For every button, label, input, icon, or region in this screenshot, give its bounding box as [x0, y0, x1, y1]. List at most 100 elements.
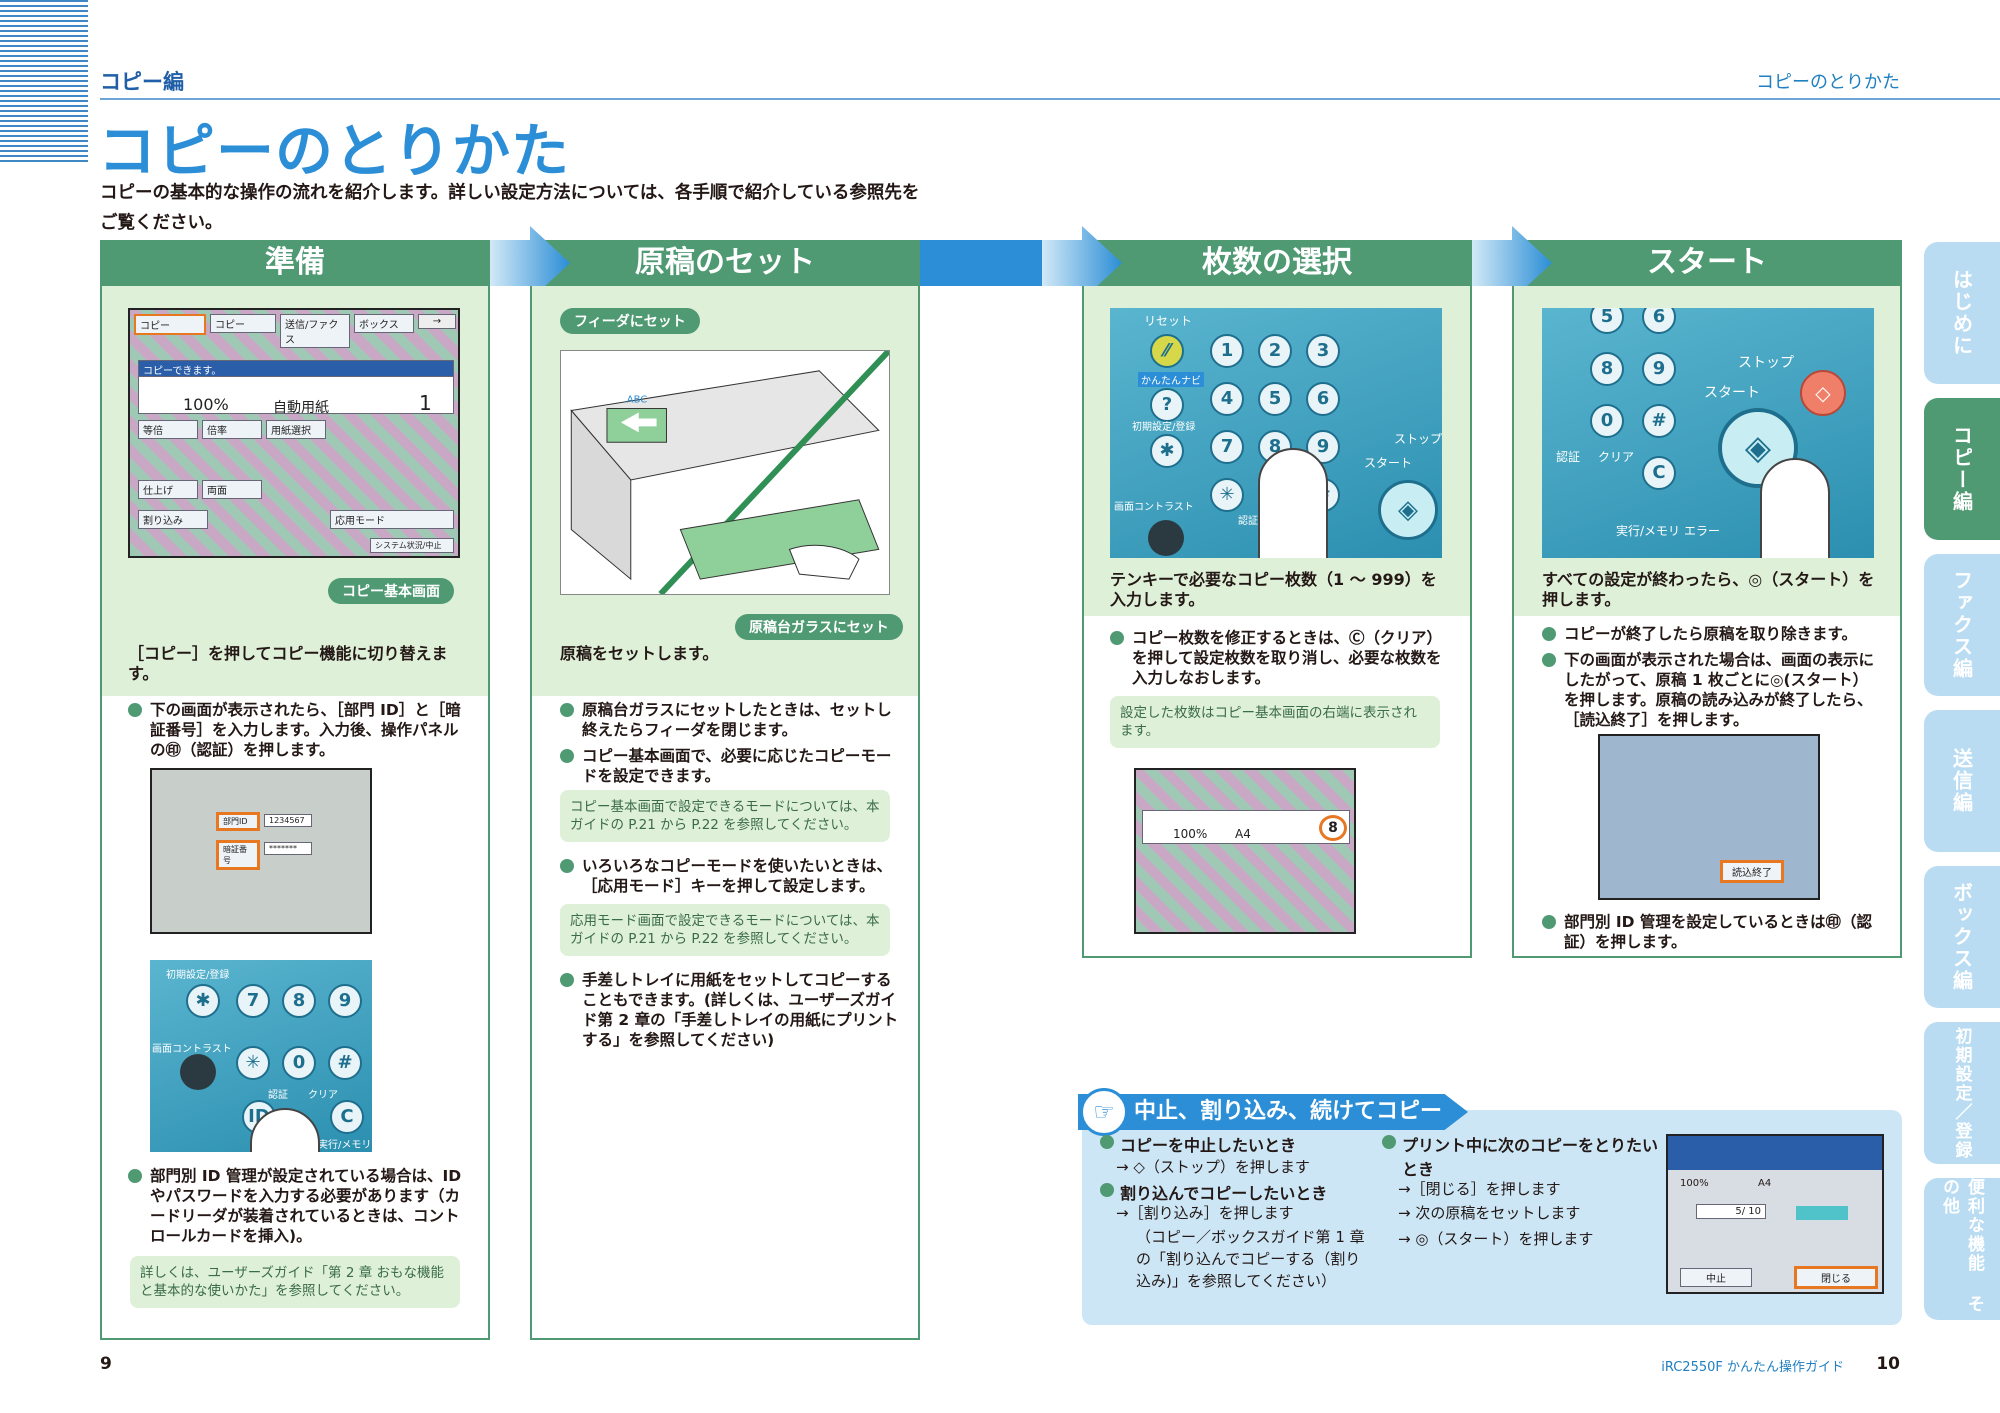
help-key[interactable]: ?: [1150, 388, 1184, 422]
count-lead: テンキーで必要なコピー枚数（1 ～ 999）を入力します。: [1110, 570, 1437, 609]
start-bullets-1: コピーが終了したら原稿を取り除きます。 下の画面が表示された場合は、画面の表示に…: [1542, 624, 1882, 736]
page-title: コピーのとりかた: [98, 117, 571, 185]
stop-button[interactable]: 中止: [1680, 1268, 1752, 1287]
key-6[interactable]: 6: [1642, 308, 1676, 334]
side-tab-copy[interactable]: コピー編: [1924, 398, 2000, 540]
key-0[interactable]: 0: [1590, 404, 1624, 438]
star-key[interactable]: ✱: [1150, 434, 1184, 468]
step-bar-count: 枚数の選択: [1082, 240, 1472, 286]
key-7[interactable]: 7: [236, 984, 270, 1018]
clear-key[interactable]: C: [1642, 456, 1676, 490]
step-arrow-icon: [1042, 226, 1122, 300]
tab-copy-2[interactable]: コピー: [210, 314, 276, 333]
pin-field[interactable]: *******: [264, 842, 312, 855]
advanced-mode-button[interactable]: 応用モード: [330, 510, 454, 529]
duplex-button[interactable]: 両面: [202, 480, 262, 499]
key-5[interactable]: 5: [1590, 308, 1624, 334]
step-bar-set: 原稿のセット: [530, 240, 920, 286]
finish-reading-button[interactable]: 読込終了: [1720, 860, 1784, 883]
reset-key[interactable]: ⁄⁄: [1150, 334, 1184, 368]
stop-label: ストップ: [1394, 432, 1442, 446]
stop-copy-heading: コピーを中止したいとき: [1100, 1132, 1296, 1156]
same-size-button[interactable]: 等倍: [138, 420, 198, 439]
id-entry-screen: 部門ID 1234567 暗証番号 *******: [150, 768, 372, 934]
star-key[interactable]: ✱: [186, 984, 220, 1018]
print-progress-screen: 100% A4 5/ 10 中止 閉じる: [1666, 1134, 1884, 1294]
page-number-left: 9: [100, 1354, 112, 1374]
set-note-basic: コピー基本画面で設定できるモードについては、本ガイドの P.21 から P.22…: [560, 790, 890, 842]
set-bullets-3: 手差しトレイに用紙をセットしてコピーすることもできます。(詳しくは、ユーザーズガ…: [560, 970, 900, 1056]
asterisk-key[interactable]: ✳: [236, 1046, 270, 1080]
ratio-button[interactable]: 倍率: [202, 420, 262, 439]
key-5[interactable]: 5: [1258, 382, 1292, 416]
start-key[interactable]: ◈: [1378, 480, 1438, 540]
stop-key[interactable]: ◇: [1800, 370, 1846, 416]
copy-settings-display: 100% 自動用紙 1: [138, 376, 454, 416]
glass-pill: 原稿台ガラスにセット: [735, 614, 903, 640]
close-button[interactable]: 閉じる: [1794, 1266, 1878, 1289]
side-tab-box[interactable]: ボックス編: [1924, 866, 2000, 1008]
screen-header: [1668, 1136, 1882, 1170]
scan-continue-screen: 読込終了: [1598, 734, 1820, 900]
key-9[interactable]: 9: [328, 984, 362, 1018]
arrow-right-icon[interactable]: →: [418, 314, 456, 329]
pin-label[interactable]: 暗証番号: [216, 840, 260, 870]
clear-label: クリア: [308, 1090, 338, 1101]
set-bullets-1: 原稿台ガラスにセットしたときは、セットし終えたらフィーダを閉じます。 コピー基本…: [560, 700, 900, 792]
key-3[interactable]: 3: [1306, 334, 1340, 368]
prep-bullets-1: 下の画面が表示されたら、［部門 ID］と［暗証番号］を入力します。入力後、操作パ…: [128, 700, 468, 766]
section-label: コピー編: [100, 70, 184, 94]
tab-send[interactable]: 送信/ファクス: [280, 314, 350, 348]
contrast-label: 画面コントラスト: [1114, 502, 1194, 513]
prep-bullets-2: 部門別 ID 管理が設定されている場合は、ID やパスワードを入力する必要があり…: [128, 1166, 468, 1252]
system-status-button[interactable]: システム状況/中止: [370, 538, 454, 553]
contrast-dial[interactable]: [1148, 520, 1184, 556]
count-note: 設定した枚数はコピー基本画面の右端に表示されます。: [1110, 696, 1440, 748]
stop-copy-text: → ◇（ストップ）を押します: [1116, 1158, 1310, 1176]
start-keypad-photo: 5 6 8 9 0 # C 認証 クリア ストップ スタート ◇ ◈ 実行/メモ…: [1542, 308, 1874, 558]
ratio-value: 100%: [183, 395, 229, 414]
copy-basic-screen-caption: コピー基本画面: [328, 578, 454, 604]
tab-box[interactable]: ボックス: [354, 314, 414, 333]
key-8[interactable]: 8: [1590, 352, 1624, 386]
dept-id-label[interactable]: 部門ID: [216, 812, 260, 831]
key-0[interactable]: 0: [282, 1046, 316, 1080]
hash-key[interactable]: #: [328, 1046, 362, 1080]
finishing-button[interactable]: 仕上げ: [138, 480, 198, 499]
set-bullet-mode: コピー基本画面で、必要に応じたコピーモードを設定できます。: [560, 746, 900, 786]
start-label: スタート: [1364, 456, 1413, 470]
header-stripes: [0, 0, 88, 165]
error-label: エラー: [1684, 524, 1721, 538]
copy-progress-count: 5/ 10: [1696, 1204, 1766, 1219]
side-tab-intro[interactable]: はじめに: [1924, 242, 2000, 384]
step-bar-start: スタート: [1512, 240, 1902, 286]
key-8[interactable]: 8: [282, 984, 316, 1018]
hash-key[interactable]: #: [1642, 404, 1676, 438]
guide-label: かんたんナビ: [1138, 372, 1204, 387]
key-4[interactable]: 4: [1210, 382, 1244, 416]
svg-text:ABC: ABC: [627, 395, 647, 406]
side-tab-fax[interactable]: ファクス編: [1924, 554, 2000, 696]
paper-select-button[interactable]: 用紙選択: [266, 420, 326, 439]
key-6[interactable]: 6: [1306, 382, 1340, 416]
side-tab-settings[interactable]: 初期設定／登録: [1924, 1022, 2000, 1164]
set-note-advanced: 応用モード画面で設定できるモードについては、本ガイドの P.21 から P.22…: [560, 904, 890, 956]
count-value: 1: [419, 391, 432, 415]
side-tab-other[interactable]: 便利な機能 その他: [1924, 1178, 2000, 1320]
contrast-dial[interactable]: [180, 1054, 216, 1090]
step-bar-prep: 準備: [100, 240, 490, 286]
side-tab-send[interactable]: 送信編: [1924, 710, 2000, 852]
ratio-value: 100%: [1173, 827, 1208, 841]
key-9[interactable]: 9: [1642, 352, 1676, 386]
asterisk-key[interactable]: ✳: [1210, 478, 1244, 512]
dept-id-field[interactable]: 1234567: [264, 814, 312, 827]
key-2[interactable]: 2: [1258, 334, 1292, 368]
tab-copy[interactable]: コピー: [134, 314, 206, 335]
key-1[interactable]: 1: [1210, 334, 1244, 368]
clear-key[interactable]: C: [330, 1100, 364, 1134]
interrupt-button[interactable]: 割り込み: [138, 510, 208, 529]
start-key[interactable]: ◈: [1718, 408, 1798, 488]
key-7[interactable]: 7: [1210, 430, 1244, 464]
initial-setting-label: 初期設定/登録: [1132, 422, 1196, 433]
copy-basic-screen: コピー コピー 送信/ファクス ボックス → コピーできます。 100% 自動用…: [128, 308, 460, 558]
